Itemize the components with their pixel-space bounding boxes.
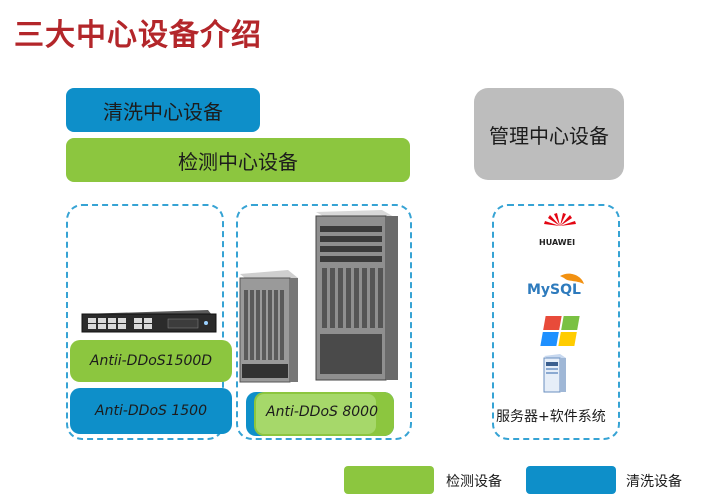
legend-cleaning-text: 清洗设备	[626, 474, 682, 490]
mysql-logo-icon	[524, 270, 588, 300]
device-1500-icon	[81, 310, 217, 333]
legend-detection-text: 检测设备	[446, 474, 502, 490]
anti-ddos-1500-label: Anti-DDoS 1500	[70, 388, 232, 434]
device-8000-chassis-large-icon	[315, 210, 398, 381]
management-center-label: 管理中心设备	[474, 88, 624, 180]
cleaning-center-text: 清洗中心设备	[103, 99, 223, 124]
huawei-logo-text: HUAWEI	[539, 238, 576, 247]
legend-detection-swatch	[344, 466, 434, 494]
antii-ddos-1500d-text: Antii-DDoS1500D	[89, 353, 213, 369]
huawei-logo-icon	[544, 213, 576, 226]
anti-ddos-8000-text: Anti-DDoS 8000	[266, 404, 378, 420]
antii-ddos-1500d-label: Antii-DDoS1500D	[70, 340, 232, 382]
page-title: 三大中心设备介绍	[14, 18, 262, 53]
management-caption: 服务器+软件系统	[496, 409, 606, 425]
management-center-text: 管理中心设备	[489, 123, 609, 148]
group-box-management	[492, 204, 620, 440]
group-box-1500	[66, 204, 224, 440]
device-8000-chassis-small-icon	[239, 270, 298, 383]
detection-center-label: 检测中心设备	[66, 138, 410, 182]
windows-logo-icon	[540, 316, 580, 346]
cleaning-center-label: 清洗中心设备	[66, 88, 260, 132]
group-box-8000	[236, 204, 412, 440]
server-icon	[543, 354, 566, 393]
detection-center-text: 检测中心设备	[178, 149, 298, 174]
legend-cleaning-swatch	[526, 466, 616, 494]
anti-ddos-1500-text: Anti-DDoS 1500	[95, 403, 207, 419]
anti-ddos-8000-label-stack: Anti-DDoS 8000	[246, 392, 394, 436]
anti-ddos-8000-fg	[256, 394, 376, 434]
mysql-logo-text: MySQL	[527, 282, 581, 298]
